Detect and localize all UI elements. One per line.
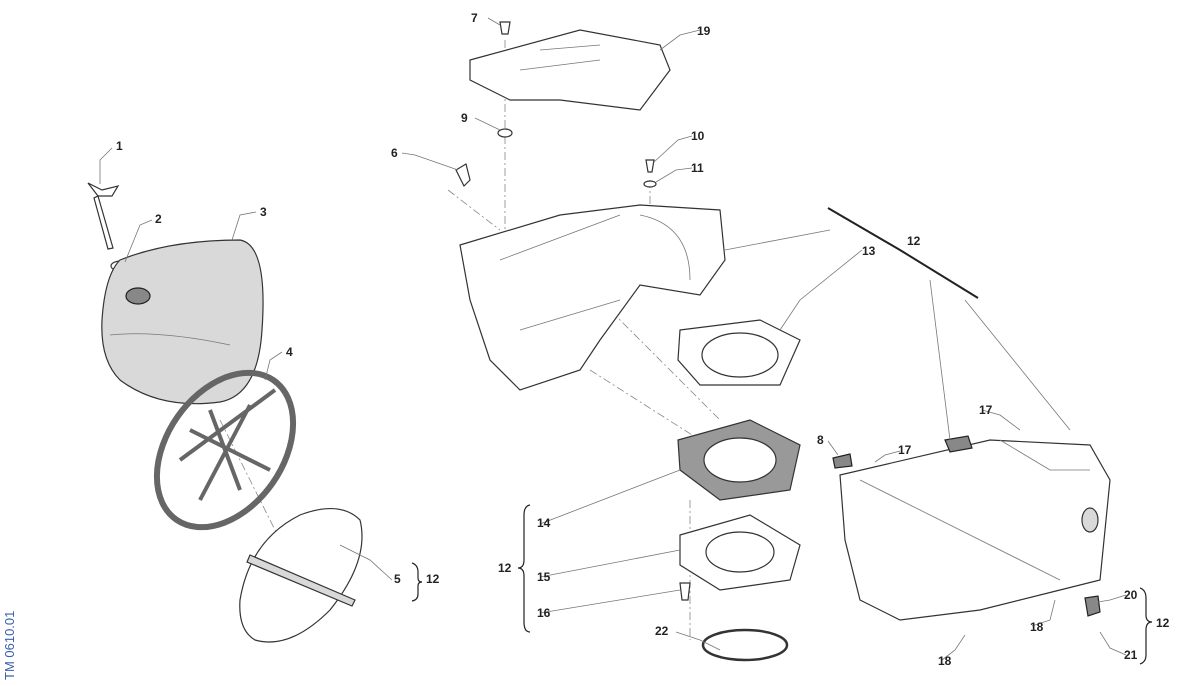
part-hose-clamp: [701, 628, 789, 662]
callout-6: 6: [391, 146, 398, 160]
part-washer-11: [643, 180, 657, 188]
callout-15: 15: [537, 570, 551, 584]
part-gasket-15: [679, 514, 801, 591]
part-clip: [944, 435, 973, 453]
part-clip-8: [832, 453, 853, 469]
callout-2: 2: [155, 212, 162, 226]
part-washer-9: [497, 128, 513, 138]
callout-17: 17: [979, 403, 993, 417]
callout-8: 8: [817, 433, 824, 447]
callout-5: 5: [394, 572, 401, 586]
part-gasket-13: [677, 319, 801, 386]
callout-4: 4: [286, 345, 293, 359]
callout-17: 17: [898, 443, 912, 457]
callout-18: 18: [1030, 620, 1044, 634]
callout-9: 9: [461, 111, 468, 125]
callout-20: 20: [1124, 588, 1138, 602]
callout-21: 21: [1124, 648, 1138, 662]
part-air-filter-cover: [101, 239, 264, 405]
callout-12: 12: [907, 234, 921, 248]
drawing-reference: TM 0610.01: [2, 610, 17, 680]
callout-13: 13: [862, 244, 876, 258]
part-adapter-14: [677, 419, 801, 501]
callout-18: 18: [938, 654, 952, 668]
callout-10: 10: [691, 129, 705, 143]
part-filter-frame: [153, 369, 297, 531]
callout-22: 22: [655, 624, 669, 638]
part-screw-16: [679, 582, 691, 601]
callout-1: 1: [116, 139, 123, 153]
callout-16: 16: [537, 606, 551, 620]
part-lower-housing: [839, 439, 1111, 621]
part-top-cover: [469, 21, 671, 111]
callout-12: 12: [426, 572, 440, 586]
callout-3: 3: [260, 205, 267, 219]
callout-12: 12: [1156, 616, 1170, 630]
callout-14: 14: [537, 516, 551, 530]
part-base-plate: [239, 507, 363, 643]
part-screw-6: [455, 163, 471, 188]
callout-11: 11: [691, 161, 704, 175]
callout-19: 19: [697, 24, 711, 38]
part-sensor-20: [1084, 595, 1101, 617]
callout-7: 7: [471, 11, 478, 25]
part-screw-10: [645, 159, 655, 173]
callout-12: 12: [498, 561, 512, 575]
part-wing-bolt: [87, 182, 120, 250]
part-air-intake-housing: [459, 204, 726, 391]
